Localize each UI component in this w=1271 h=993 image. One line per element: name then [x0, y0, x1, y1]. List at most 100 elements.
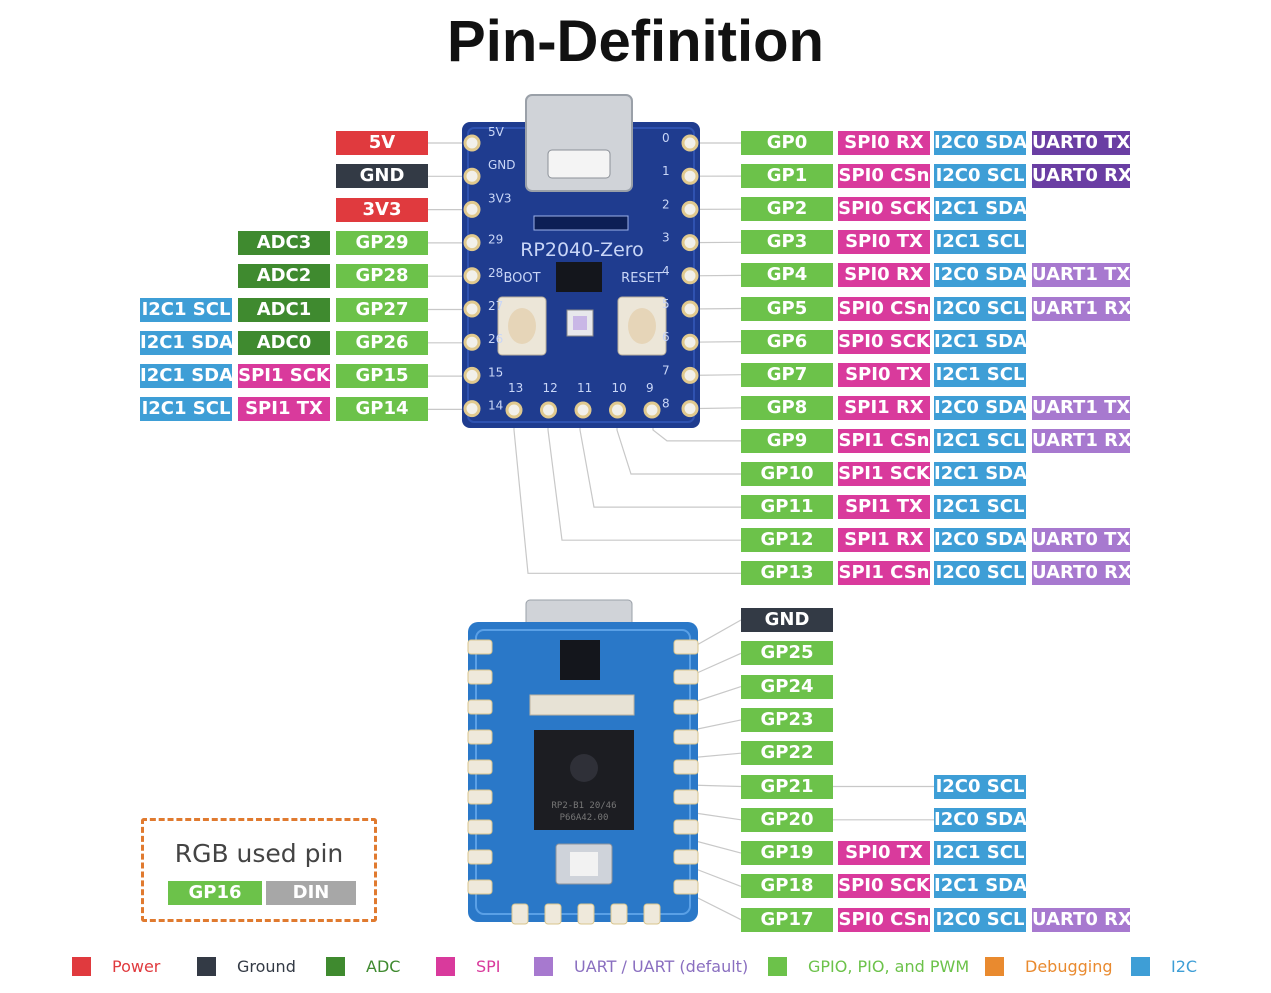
- pin-label-gp0: GP0: [741, 131, 833, 155]
- pad-back-right: [673, 849, 699, 865]
- pad-left: [463, 134, 481, 152]
- pad-left: [463, 267, 481, 285]
- pin-label-spi0-tx: SPI0 TX: [838, 841, 930, 866]
- rgb-pin-label: GP16: [168, 881, 262, 905]
- legend-swatch: [326, 957, 345, 976]
- boot-button-cap: [508, 308, 536, 344]
- boot-label: BOOT: [503, 271, 540, 286]
- pin-label-i2c1-sda: I2C1 SDA: [934, 874, 1026, 899]
- legend-swatch: [985, 957, 1004, 976]
- silk-number: 3: [662, 231, 670, 245]
- pin-label-adc1: ADC1: [238, 297, 330, 322]
- pad-back-right: [673, 699, 699, 715]
- pin-label-uart0-tx: UART0 TX: [1032, 528, 1130, 553]
- pin-label-gp28: GP28: [336, 264, 428, 289]
- silk-number: 28: [488, 266, 503, 280]
- pin-label-spi0-rx: SPI0 RX: [838, 131, 930, 155]
- pad-right: [681, 200, 699, 218]
- pin-label-i2c1-sda: I2C1 SDA: [140, 364, 232, 389]
- pad-back-bottom: [511, 903, 529, 925]
- pin-label-i2c0-sda: I2C0 SDA: [934, 395, 1026, 420]
- pin-label-gp24: GP24: [741, 674, 833, 699]
- board-top: RP2040-Zero BOOT RESET 5VGND3V3292827261…: [462, 94, 700, 428]
- pad-right: [681, 300, 699, 318]
- pin-label-gp6: GP6: [741, 329, 833, 354]
- pin-label-i2c0-scl: I2C0 SCL: [934, 296, 1026, 321]
- pin-label-gp11: GP11: [741, 495, 833, 520]
- pin-label-adc2: ADC2: [238, 264, 330, 289]
- silk-number: 10: [612, 381, 627, 395]
- legend-swatch: [534, 957, 553, 976]
- top-ic: [556, 262, 602, 292]
- pin-label-spi0-rx: SPI0 RX: [838, 263, 930, 288]
- connector-line: [547, 410, 741, 541]
- pad-right: [681, 400, 699, 418]
- rgb-led-die: [573, 316, 587, 330]
- legend-label: GPIO, PIO, and PWM: [808, 957, 970, 976]
- legend-label: Power: [112, 957, 161, 976]
- pin-label-spi1-csn: SPI1 CSn: [838, 428, 930, 453]
- pin-label-gp26: GP26: [336, 330, 428, 355]
- raspberry-logo-icon: [570, 754, 598, 782]
- pad-bottom: [609, 401, 626, 419]
- pin-label-gp9: GP9: [741, 428, 833, 453]
- silk-number: 13: [508, 381, 523, 395]
- castellated-pads-back: [467, 639, 699, 925]
- pin-label-gp1: GP1: [741, 164, 833, 189]
- connector-line: [691, 374, 742, 376]
- pin-label-uart1-tx: UART1 TX: [1032, 395, 1130, 420]
- pad-back-right: [673, 789, 699, 805]
- pin-label-gp13: GP13: [741, 561, 833, 586]
- pin-label-gnd: GND: [741, 608, 833, 632]
- pad-right: [681, 134, 699, 152]
- silk-number: 1: [662, 164, 670, 178]
- pin-label-spi0-sck: SPI0 SCK: [838, 197, 930, 222]
- pad-bottom: [540, 401, 557, 419]
- pin-label-gp2: GP2: [741, 197, 833, 222]
- pad-back-left: [467, 699, 493, 715]
- silk-number: 8: [662, 397, 670, 411]
- pin-label-spi0-sck: SPI0 SCK: [838, 329, 930, 354]
- pad-back-right: [673, 879, 699, 895]
- connector-line: [691, 341, 742, 343]
- castellated-pads: [463, 134, 699, 419]
- rgb-pin-box: RGB used pin GP16 DIN: [141, 818, 377, 922]
- silk-number: 6: [662, 330, 670, 344]
- pin-label-i2c1-scl: I2C1 SCL: [140, 397, 232, 422]
- pad-back-left: [467, 789, 493, 805]
- pin-label-i2c1-scl: I2C1 SCL: [934, 230, 1026, 255]
- pin-label-gnd: GND: [336, 164, 428, 189]
- reset-button-cap: [628, 308, 656, 344]
- pad-back-bottom: [643, 903, 661, 925]
- silk-number: 3V3: [488, 191, 511, 205]
- pin-label-gp15: GP15: [336, 364, 428, 389]
- pin-label-i2c1-scl: I2C1 SCL: [140, 297, 232, 322]
- pin-label-uart0-tx: UART0 TX: [1032, 131, 1130, 155]
- pad-back-bottom: [544, 903, 562, 925]
- pin-label-adc0: ADC0: [238, 330, 330, 355]
- pad-left: [463, 234, 481, 252]
- pad-left: [463, 366, 481, 384]
- pin-label-gp10: GP10: [741, 462, 833, 486]
- pad-right: [681, 333, 699, 351]
- pin-label-gp14: GP14: [336, 397, 428, 422]
- pin-label-i2c0-sda: I2C0 SDA: [934, 131, 1026, 155]
- board-bottom: RP2-B1 20/46 P66A42.00: [467, 599, 699, 925]
- silk-number: 11: [577, 381, 592, 395]
- pin-label-i2c0-sda: I2C0 SDA: [934, 263, 1026, 288]
- test-pads: [529, 694, 635, 716]
- pin-label-gp19: GP19: [741, 841, 833, 866]
- silk-number: 15: [488, 365, 503, 379]
- connector-line: [691, 407, 742, 410]
- pin-label-i2c1-scl: I2C1 SCL: [934, 495, 1026, 520]
- pin-label-spi0-tx: SPI0 TX: [838, 362, 930, 387]
- silk-number: 12: [543, 381, 558, 395]
- pin-label-uart1-rx: UART1 RX: [1032, 428, 1130, 453]
- pin-label-gp25: GP25: [741, 641, 833, 666]
- pin-label-i2c0-sda: I2C0 SDA: [934, 807, 1026, 832]
- pad-bottom: [574, 401, 592, 419]
- pin-label-gp27: GP27: [336, 297, 428, 322]
